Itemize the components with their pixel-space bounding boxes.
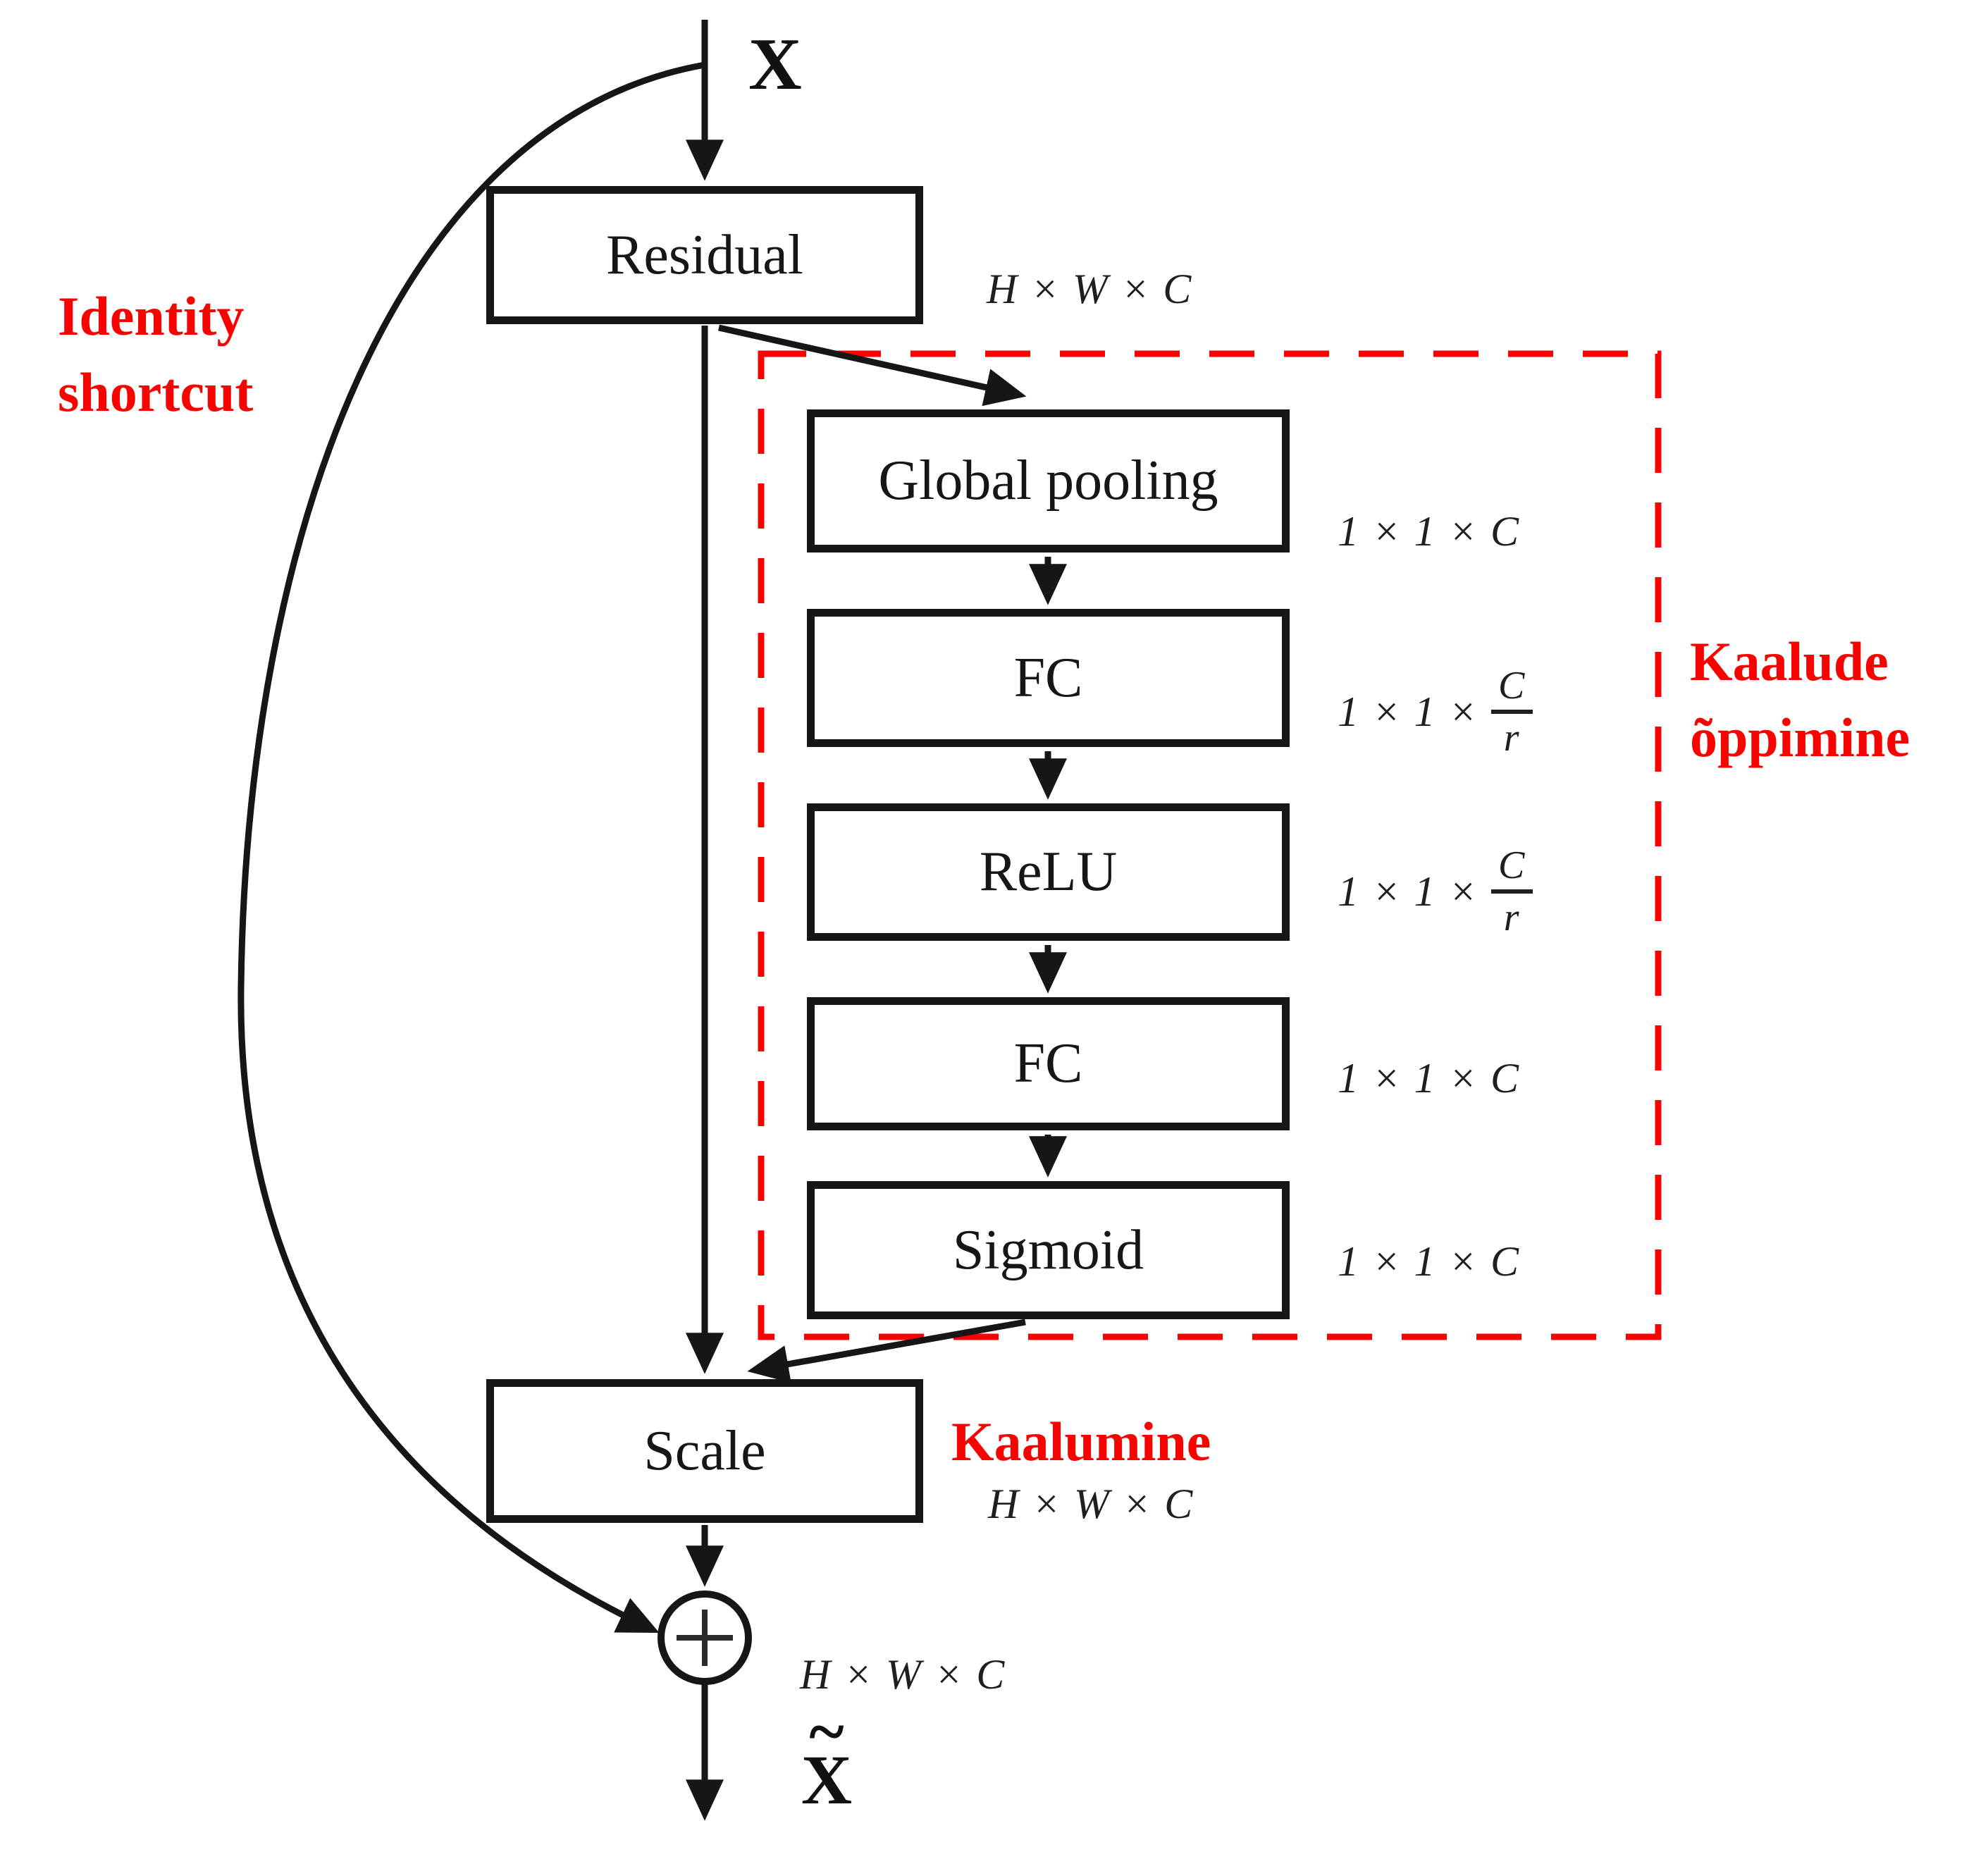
dim-sum: H × W × C [800,1651,1006,1698]
node-fc1-label: FC [1013,646,1083,709]
weights-learning-label: Kaalude õppimine [1690,624,1910,775]
dim-fc1: 1 × 1 × C r [1338,652,1533,772]
node-residual-label: Residual [606,223,803,286]
node-global-pooling: Global pooling [807,409,1290,552]
weights-learning-line1: Kaalude [1690,631,1889,692]
fraction-denominator: r [1503,896,1521,939]
node-scale: Scale [486,1379,923,1523]
identity-shortcut-line1: Identity [58,285,245,347]
dim-global-pooling: 1 × 1 × C [1338,508,1520,555]
dim-residual: H × W × C [987,266,1193,312]
node-sigmoid: Sigmoid [807,1181,1290,1319]
dim-relu: 1 × 1 × C r [1338,832,1533,951]
node-scale-label: Scale [643,1419,766,1482]
output-tensor-label: ~ X [774,1698,879,1819]
node-fc2-label: FC [1013,1032,1083,1094]
fraction-numerator: C [1490,666,1533,714]
residual-to-pooling-arrow [718,324,1027,407]
dim-relu-prefix: 1 × 1 × [1338,868,1478,915]
dim-scale: H × W × C [988,1481,1194,1527]
output-tensor-base: X [801,1741,853,1819]
weights-learning-dashed-box [758,350,1662,1340]
node-global-pooling-label: Global pooling [878,450,1218,512]
dim-fc1-prefix: 1 × 1 × [1338,688,1478,735]
input-tensor-label: X [748,23,802,105]
weighting-label: Kaalumine [951,1411,1211,1472]
fraction-c-over-r: C r [1490,846,1533,939]
sigmoid-to-scale-arrow [747,1319,1026,1383]
node-relu: ReLU [807,803,1290,941]
node-residual: Residual [486,186,923,324]
identity-shortcut-line2: shortcut [58,361,254,423]
node-sigmoid-label: Sigmoid [952,1218,1144,1281]
fraction-numerator: C [1490,846,1533,894]
dim-fc2: 1 × 1 × C [1338,1055,1520,1101]
identity-shortcut-label: Identity shortcut [58,278,253,430]
node-relu-label: ReLU [979,841,1118,903]
fraction-c-over-r: C r [1490,666,1533,760]
plus-circle-icon [657,1591,752,1685]
weights-learning-line2: õppimine [1690,706,1910,768]
dim-sigmoid: 1 × 1 × C [1338,1238,1520,1285]
fraction-denominator: r [1503,716,1521,760]
node-fc1: FC [807,609,1290,747]
node-fc2: FC [807,997,1290,1130]
identity-shortcut-curve [237,61,705,1633]
